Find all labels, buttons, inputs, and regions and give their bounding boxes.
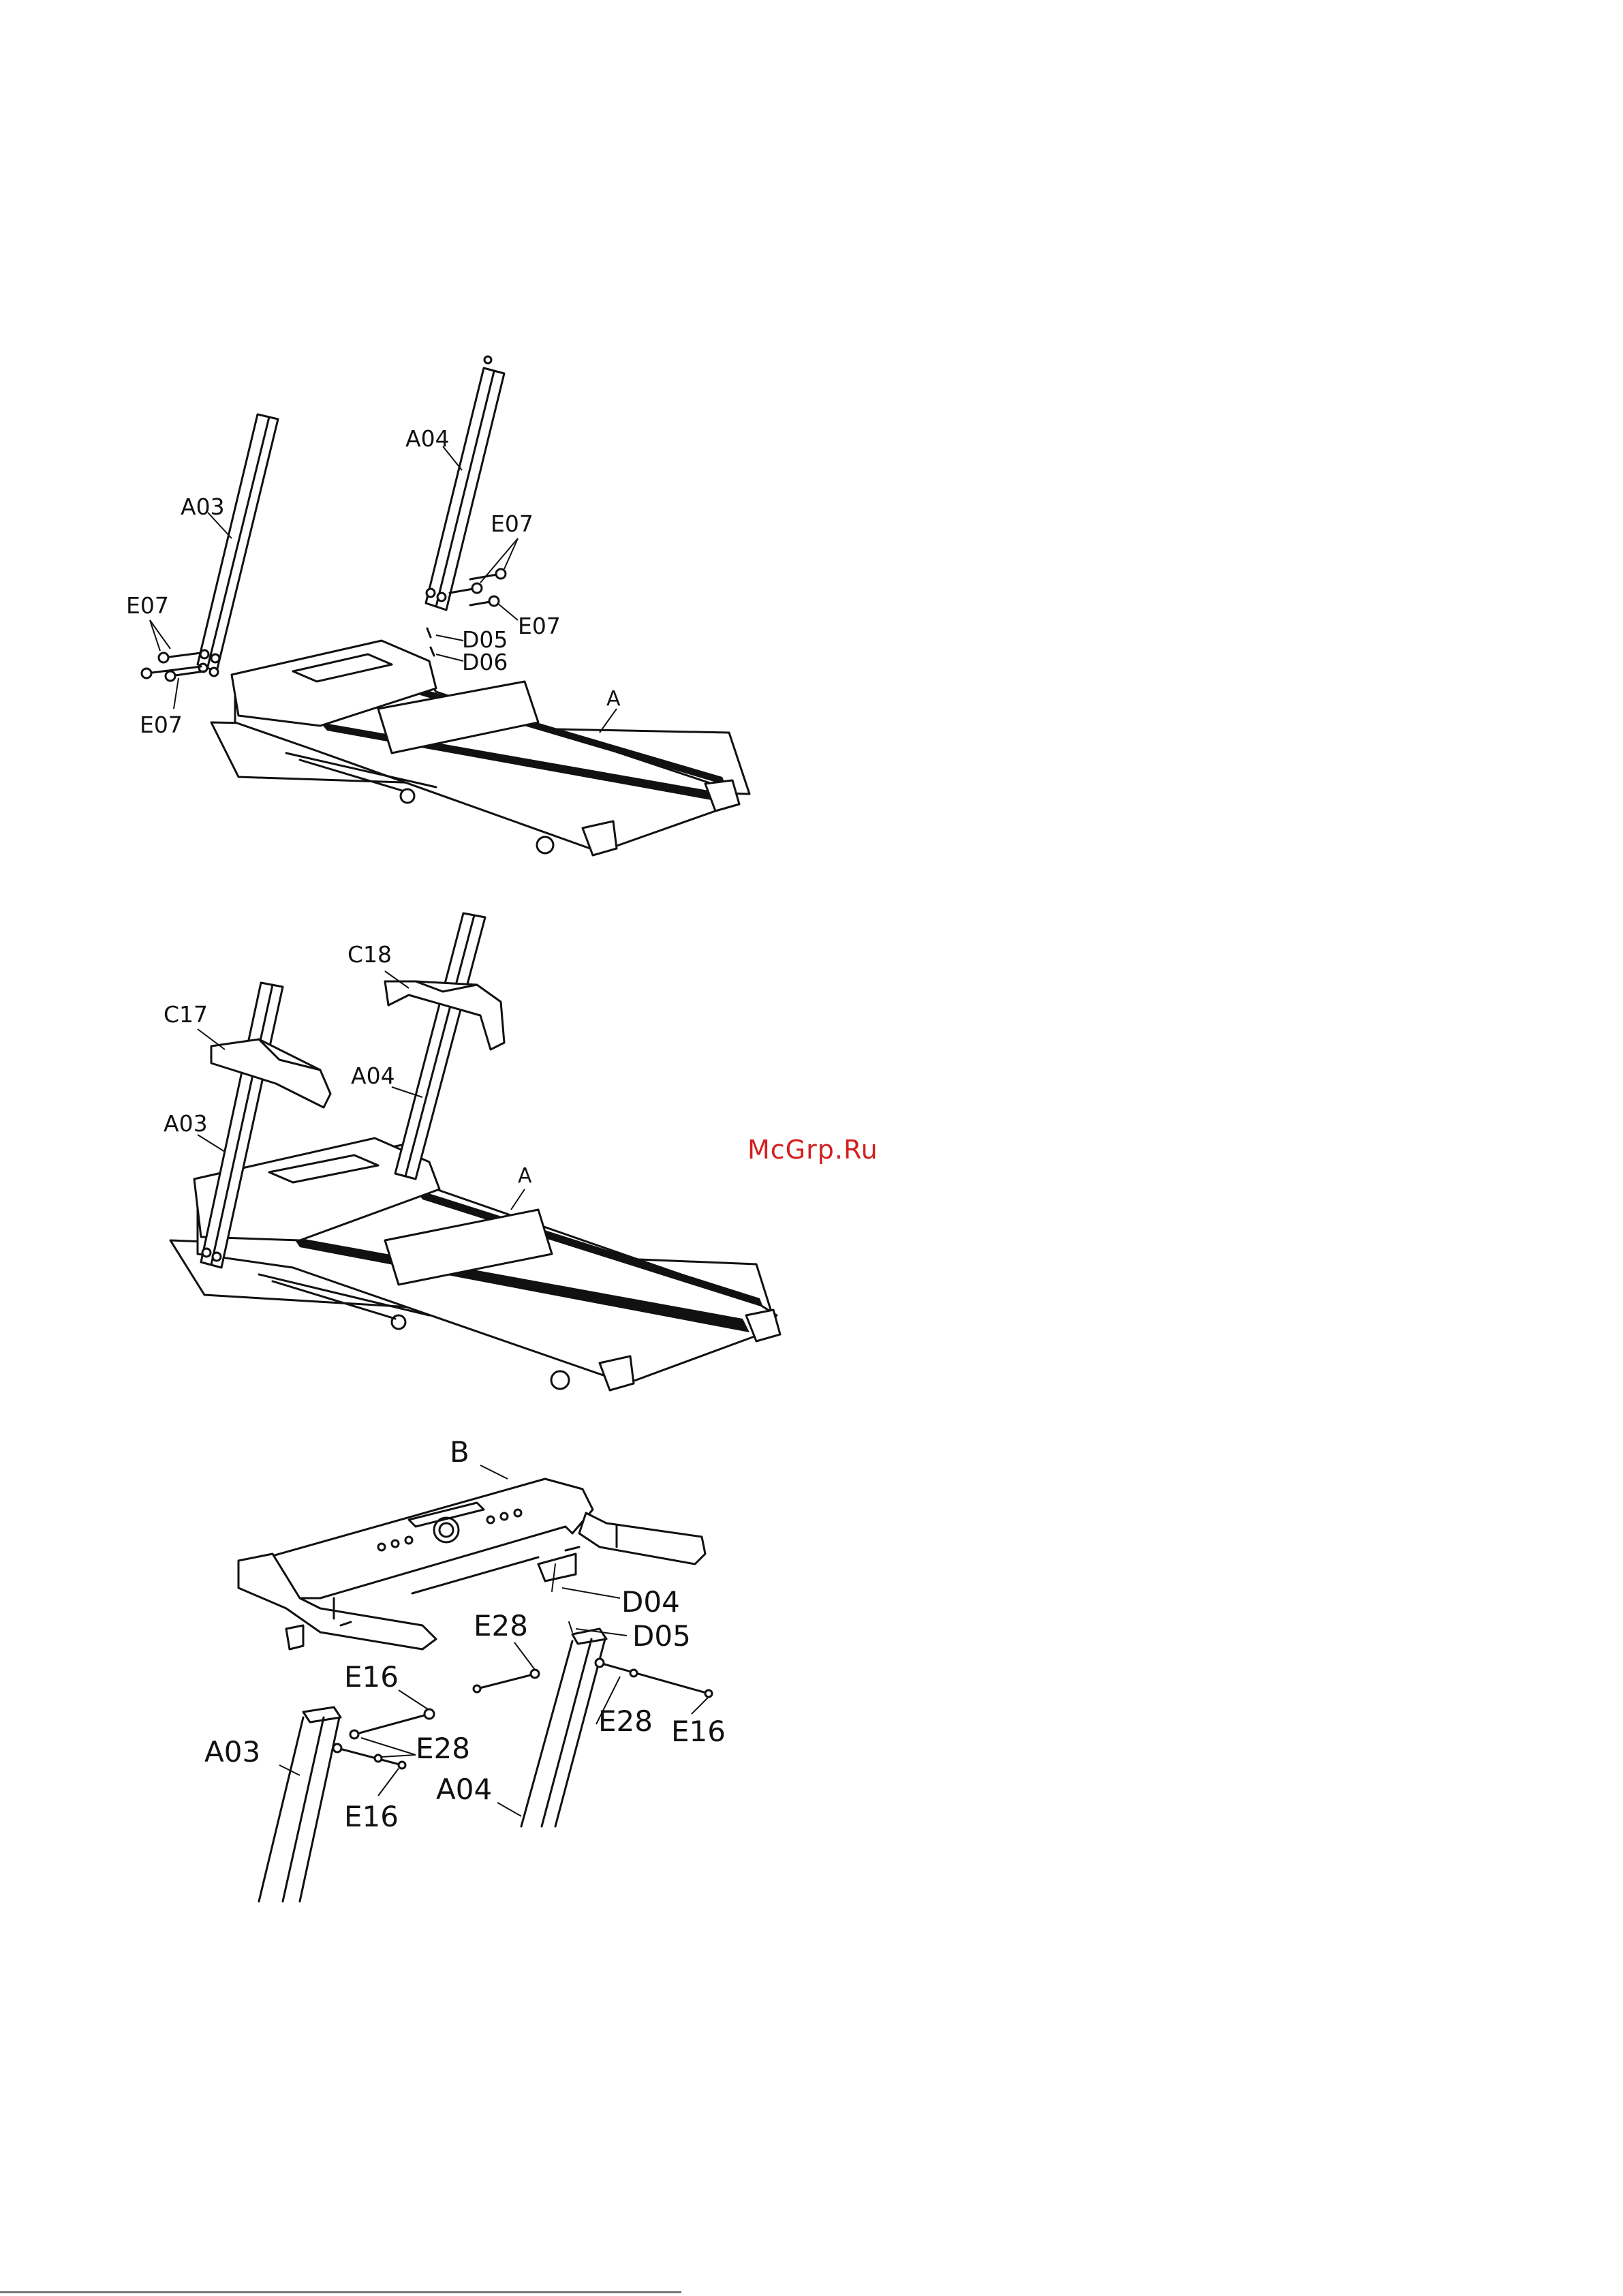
label-a03: A03 xyxy=(164,1110,208,1137)
upright-a03-1 xyxy=(198,414,278,676)
label-e28: E28 xyxy=(598,1704,653,1738)
label-e16: E16 xyxy=(344,1660,399,1694)
console-support-c17 xyxy=(211,1039,330,1107)
label-a: A xyxy=(518,1164,532,1188)
label-e07: E07 xyxy=(126,592,169,619)
label-e07: E07 xyxy=(140,711,183,738)
diagram-step-1: A03 A04 E07 E07 E07 E07 D05 D06 A xyxy=(126,356,749,855)
label-e07: E07 xyxy=(491,510,534,537)
diagram-step-2: C18 C17 A04 A03 A xyxy=(164,913,780,1390)
label-d04: D04 xyxy=(621,1585,680,1619)
footer-divider xyxy=(0,2291,681,2293)
label-d05: D05 xyxy=(632,1619,691,1653)
label-a: A xyxy=(606,687,621,711)
upright-a04-1 xyxy=(426,356,504,610)
diagram-step-3: B D04 D05 E28 E16 E28 E16 A03 A04 E28 E1… xyxy=(204,1435,726,1901)
label-b: B xyxy=(450,1435,469,1469)
label-e28: E28 xyxy=(416,1732,470,1765)
label-c17: C17 xyxy=(164,1001,208,1028)
label-e28: E28 xyxy=(474,1609,528,1642)
upright-a04-2 xyxy=(395,913,485,1179)
upright-a03-3 xyxy=(259,1707,341,1901)
label-c18: C18 xyxy=(347,941,392,968)
label-a04: A04 xyxy=(405,425,450,452)
label-a03: A03 xyxy=(181,493,225,520)
treadmill-base-2 xyxy=(170,1138,780,1390)
label-a04: A04 xyxy=(436,1773,492,1806)
label-d06: D06 xyxy=(462,649,508,675)
label-a03: A03 xyxy=(204,1735,260,1769)
upright-a04-3 xyxy=(521,1629,606,1826)
label-e16: E16 xyxy=(344,1800,399,1833)
label-a04: A04 xyxy=(351,1062,395,1089)
label-e07: E07 xyxy=(518,613,561,639)
label-e16: E16 xyxy=(671,1715,726,1748)
watermark-text: McGrp.Ru xyxy=(747,1135,878,1165)
